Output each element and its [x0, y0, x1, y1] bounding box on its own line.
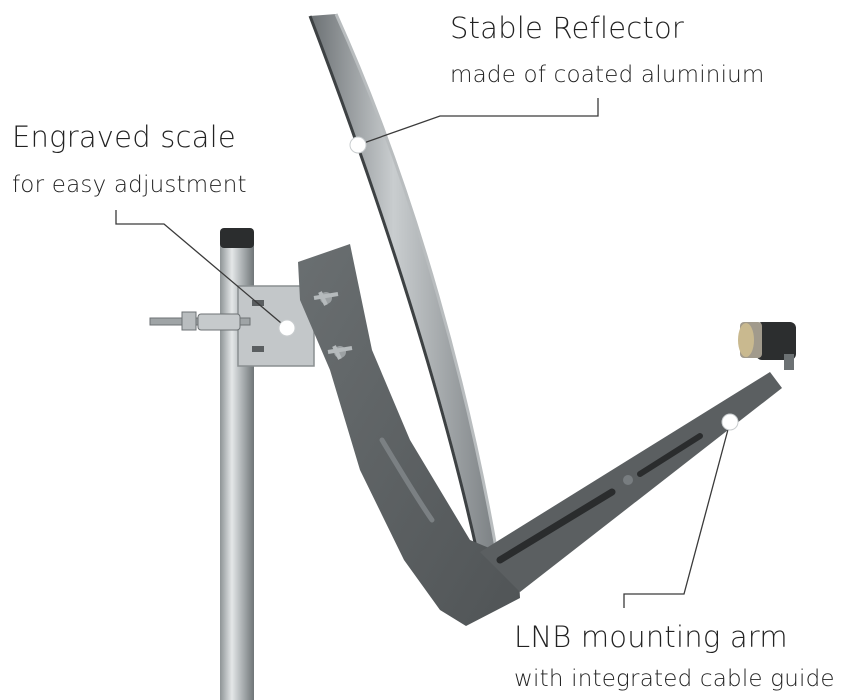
- lnb-head: [738, 322, 796, 370]
- scale-title: Engraved scale: [12, 120, 236, 154]
- engraved-scale-bracket: [298, 244, 520, 626]
- reflector-title: Stable Reflector: [450, 11, 685, 45]
- arm-subtitle: with integrated cable guide: [514, 666, 835, 692]
- reflector-subtitle: made of coated aluminium: [450, 62, 765, 88]
- scale-callout-dot: [278, 319, 296, 337]
- mounting-clamp: [149, 285, 315, 367]
- lnb-arm: [480, 372, 782, 592]
- scale-subtitle: for easy adjustment: [12, 172, 247, 198]
- reflector-callout-dot: [349, 136, 367, 154]
- callout-lines: [115, 98, 731, 608]
- arm-title: LNB mounting arm: [514, 620, 788, 654]
- arm-callout-dot: [721, 413, 739, 431]
- dish-reflector: [308, 13, 498, 557]
